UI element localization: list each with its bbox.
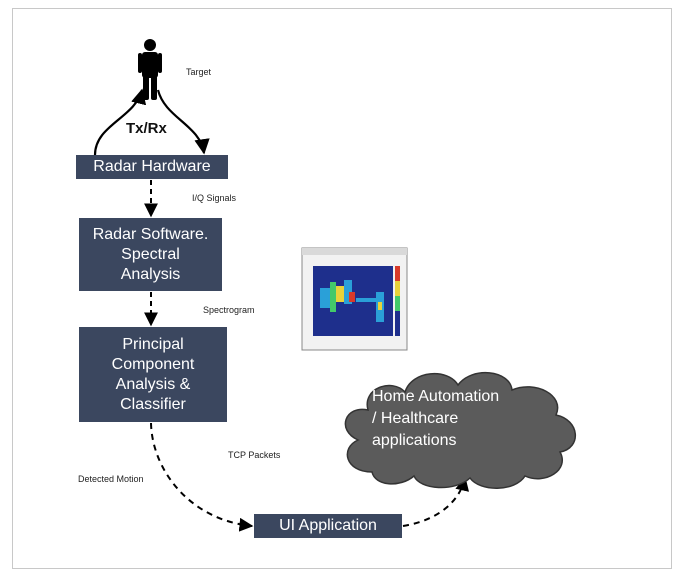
pca-line: Principal [122, 335, 184, 353]
radar-software-box: Radar Software. Spectral Analysis [79, 218, 222, 291]
txrx-label: Tx/Rx [126, 120, 167, 137]
cloud-line: applications [372, 432, 457, 449]
ui-application-box: UI Application [254, 514, 402, 538]
tcp-packets-arrow [402, 476, 470, 527]
cloud-line: Home Automation [372, 388, 500, 405]
pca-line: Component [111, 355, 195, 373]
diagram-frame [12, 8, 672, 569]
detected-motion-label: Detected Motion [78, 474, 144, 484]
pca-line: Analysis & [115, 375, 191, 393]
radar-software-line: Analysis [120, 265, 181, 283]
radar-software-line: Radar Software. [92, 225, 209, 243]
spectrogram-label: Spectrogram [203, 305, 255, 315]
iq-signals-label: I/Q Signals [192, 193, 237, 203]
cloud-shape [344, 372, 577, 489]
cloud-label: Home Automation / Healthcare application… [372, 386, 572, 452]
radar-software-line: Spectral [121, 245, 180, 263]
detected-motion-arrow [150, 422, 254, 532]
spectrogram-thumbnail [301, 247, 408, 351]
pca-classifier-box: Principal Component Analysis & Classifie… [79, 327, 227, 422]
tcp-packets-label: TCP Packets [228, 450, 281, 460]
pca-line: Classifier [120, 395, 186, 413]
radar-hardware-label: Radar Hardware [93, 158, 211, 175]
target-label: Target [186, 67, 212, 77]
person-icon [138, 39, 162, 100]
ui-application-label: UI Application [279, 517, 377, 534]
tx-arrow [93, 88, 147, 156]
cloud-line: / Healthcare [372, 410, 459, 427]
rx-arrow [156, 89, 210, 155]
radar-hardware-box: Radar Hardware [76, 155, 228, 179]
